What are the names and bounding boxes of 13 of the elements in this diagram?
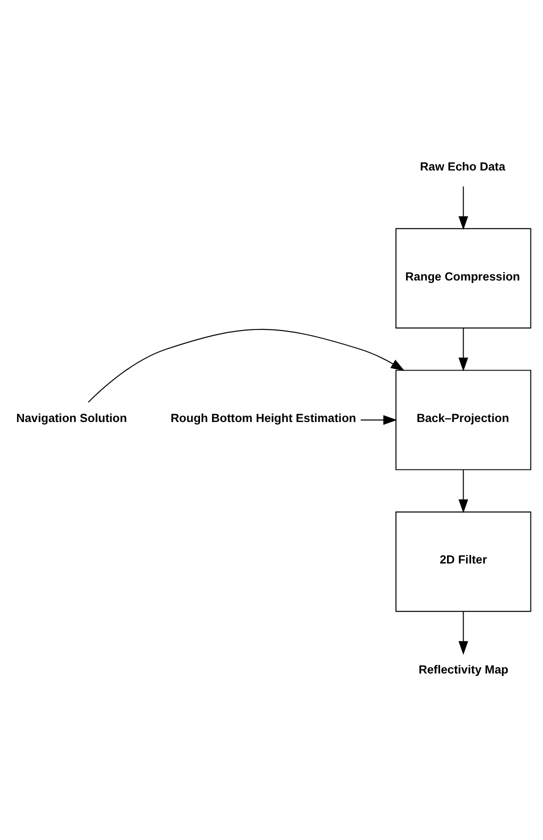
node-box: Range Compression (395, 228, 532, 328)
arrow (458, 610, 468, 655)
node-text: Rough Bottom Height Estimation (170, 411, 356, 426)
node-box: 2D Filter (395, 512, 532, 612)
node-text: Raw Echo Data (420, 160, 506, 174)
arrow (88, 328, 405, 403)
arrow (360, 415, 398, 425)
node-text: Reflectivity Map (418, 662, 508, 676)
arrow (458, 328, 468, 372)
node-box: Back–Projection (395, 370, 532, 470)
arrow (458, 186, 468, 230)
arrow (458, 469, 468, 514)
node-text: Navigation Solution (16, 411, 127, 426)
